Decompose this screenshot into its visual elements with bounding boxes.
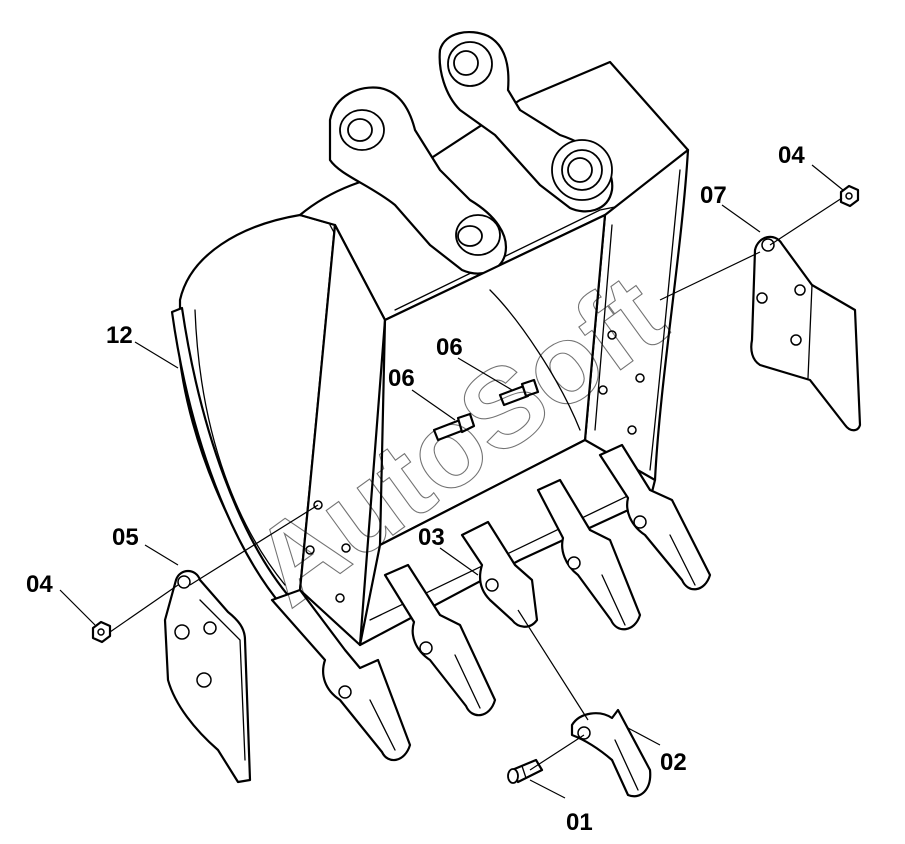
callout-12: 12 — [106, 322, 133, 349]
callout-06-upper: 06 — [436, 334, 463, 361]
callout-03: 03 — [418, 524, 445, 551]
callout-04-left: 04 — [26, 571, 53, 598]
callout-02: 02 — [660, 749, 687, 776]
callout-06-lower: 06 — [388, 365, 415, 392]
side-cutter-right — [750, 235, 862, 432]
side-cutter-left — [163, 569, 252, 784]
leader-lines — [59, 164, 844, 799]
bolt-lower — [432, 412, 476, 442]
callout-05: 05 — [112, 524, 139, 551]
tooth-pin — [507, 758, 544, 784]
loose-tooth — [570, 708, 652, 798]
bucket-teeth — [270, 443, 712, 762]
bucket-body — [170, 31, 690, 647]
nut-right — [839, 184, 860, 208]
nut-left — [91, 620, 112, 644]
callout-07: 07 — [700, 182, 727, 209]
callout-01: 01 — [566, 809, 593, 836]
bolt-upper — [498, 378, 540, 407]
callout-04-right: 04 — [778, 142, 805, 169]
